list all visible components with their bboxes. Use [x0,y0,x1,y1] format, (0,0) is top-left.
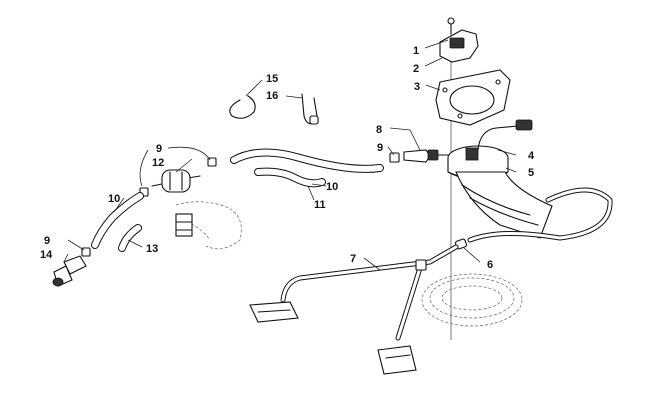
leader-lines [63,39,517,271]
fuel-tank-opening-outline [421,273,523,327]
callout-9-bottom: 9 [44,235,50,247]
vent-valve-left [249,301,299,323]
check-valve-fitting [389,149,449,163]
pump-retaining-plate [435,69,511,126]
callout-4: 4 [528,150,535,162]
callout-16: 16 [266,90,278,102]
callout-10-left: 10 [108,193,120,205]
callout-9-top: 9 [377,142,383,154]
screw-part [447,17,455,35]
callout-2: 2 [413,63,419,75]
callout-12: 12 [152,157,164,169]
callout-5: 5 [528,167,534,179]
fuel-hose-main [467,187,613,243]
callout-1: 1 [413,45,419,57]
callout-6: 6 [487,259,493,271]
callout-8: 8 [376,124,382,136]
callout-15: 15 [266,73,278,85]
quick-connect-fitting [52,255,87,287]
fuel-hose-13 [118,224,142,252]
fuel-pickup-body [455,171,553,239]
callout-3: 3 [414,81,420,93]
callout-13: 13 [146,243,158,255]
callout-labels: 1 2 3 4 5 6 7 8 9 9 9 10 10 11 12 13 14 … [40,45,535,271]
callout-14: 14 [40,249,53,261]
callout-10-right: 10 [326,181,338,193]
vent-valve-bottom [377,345,417,375]
callout-9-left: 9 [156,143,162,155]
throttle-body-outline [175,201,242,250]
callout-11: 11 [314,199,326,211]
retaining-ring-clip [229,95,256,119]
fuel-supply-hose-long [230,148,384,173]
fuel-filter [151,169,201,193]
fuel-hose-10-left [91,192,144,249]
fuel-pump-module [447,119,533,181]
fuel-pump-bracket [439,29,479,63]
spring-clamp [301,93,319,125]
callout-7: 7 [350,253,356,265]
fuel-hose-short-11 [254,167,326,188]
vent-hose-network [280,244,459,341]
